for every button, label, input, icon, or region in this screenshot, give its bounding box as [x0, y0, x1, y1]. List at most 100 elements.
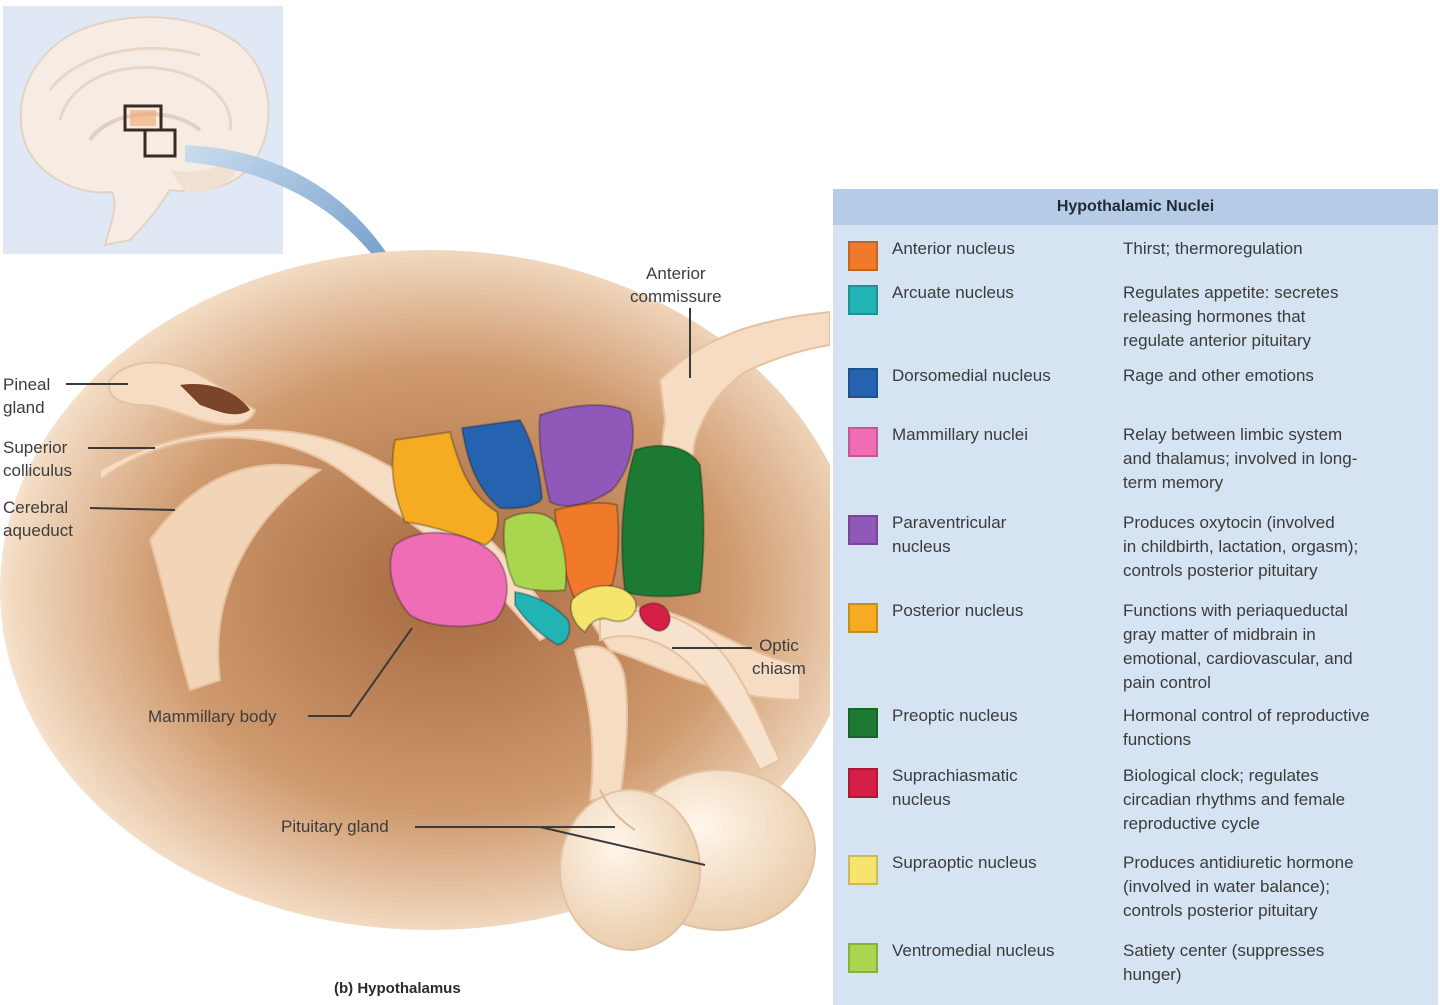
nucleus-name-line: Posterior nucleus: [892, 601, 1024, 620]
nucleus-name-line: Suprachiasmatic: [892, 766, 1018, 785]
nucleus-name: Supraoptic nucleus: [892, 851, 1112, 875]
figure-caption: (b) Hypothalamus: [334, 980, 461, 997]
leader-lines: [66, 308, 752, 866]
legend-swatch: [848, 768, 878, 798]
nucleus-name-line: Preoptic nucleus: [892, 706, 1018, 725]
mammillary-nuclei-shape: [389, 531, 508, 628]
label-pineal-gland: Pineal gland: [3, 373, 50, 419]
nucleus-function: Thirst; thermoregulation: [1123, 237, 1433, 261]
nucleus-function: Produces antidiuretic hormone (involved i…: [1123, 851, 1433, 923]
nucleus-function-line: releasing hormones that: [1123, 307, 1306, 326]
label-anterior-commissure: Anterior commissure: [630, 262, 722, 308]
legend-swatch: [848, 603, 878, 633]
arcuate-nucleus-shape: [514, 590, 571, 647]
nucleus-function: Regulates appetite: secretes releasing ho…: [1123, 281, 1433, 353]
nucleus-function-line: gray matter of midbrain in: [1123, 625, 1316, 644]
nucleus-function-line: emotional, cardiovascular, and: [1123, 649, 1353, 668]
supraoptic-nucleus-shape: [569, 584, 637, 634]
label-line: aqueduct: [3, 521, 73, 540]
nucleus-name: Anterior nucleus: [892, 237, 1112, 261]
label-mammillary-body: Mammillary body: [148, 707, 277, 726]
pituitary-gland-shape: [559, 769, 816, 951]
nucleus-function-line: Biological clock; regulates: [1123, 766, 1319, 785]
dorsomedial-nucleus-shape: [460, 418, 544, 510]
nucleus-function-line: reproductive cycle: [1123, 814, 1261, 833]
nucleus-name-line: Ventromedial nucleus: [892, 941, 1055, 960]
hypothalamus-illustration: [0, 6, 830, 951]
nucleus-function-line: and thalamus; involved in long-: [1123, 449, 1358, 468]
nucleus-function: Rage and other emotions: [1123, 364, 1433, 388]
nucleus-name-line: Arcuate nucleus: [892, 283, 1014, 302]
label-pituitary-gland: Pituitary gland: [281, 817, 389, 836]
legend-swatch: [848, 855, 878, 885]
nucleus-function: Satiety center (suppresses hunger): [1123, 939, 1433, 987]
nucleus-function-line: in childbirth, lactation, orgasm);: [1123, 537, 1359, 556]
legend-title: Hypothalamic Nuclei: [833, 189, 1438, 225]
nucleus-function-line: Produces antidiuretic hormone: [1123, 853, 1354, 872]
nucleus-name-line: nucleus: [892, 537, 951, 556]
nucleus-function: Produces oxytocin (involved in childbirth…: [1123, 511, 1433, 583]
nucleus-name: Dorsomedial nucleus: [892, 364, 1112, 388]
nucleus-function-line: hunger): [1123, 965, 1182, 984]
label-line: gland: [3, 398, 45, 417]
legend-swatch: [848, 241, 878, 271]
nucleus-name: Arcuate nucleus: [892, 281, 1112, 305]
nucleus-name-line: Anterior nucleus: [892, 239, 1015, 258]
nucleus-function-line: Produces oxytocin (involved: [1123, 513, 1335, 532]
legend-swatch: [848, 708, 878, 738]
nucleus-function: Relay between limbic system and thalamus;…: [1123, 423, 1433, 495]
nucleus-name: Suprachiasmatic nucleus: [892, 764, 1112, 812]
label-cerebral-aqueduct: Cerebral aqueduct: [3, 496, 73, 542]
nucleus-name: Ventromedial nucleus: [892, 939, 1112, 963]
legend-swatch: [848, 285, 878, 315]
ventromedial-nucleus-shape: [502, 511, 568, 592]
legend-swatch: [848, 427, 878, 457]
nucleus-function-line: Satiety center (suppresses: [1123, 941, 1325, 960]
nucleus-function: Functions with periaqueductal gray matter…: [1123, 599, 1433, 695]
nucleus-name: Mammillary nuclei: [892, 423, 1112, 447]
nuclei: [389, 403, 705, 647]
nucleus-name: Posterior nucleus: [892, 599, 1112, 623]
label-superior-colliculus: Superior colliculus: [3, 436, 72, 482]
label-line: chiasm: [752, 659, 806, 678]
nucleus-function-line: pain control: [1123, 673, 1211, 692]
nucleus-function-line: regulate anterior pituitary: [1123, 331, 1312, 350]
nucleus-name-line: Paraventricular: [892, 513, 1007, 532]
label-line: commissure: [630, 287, 722, 306]
posterior-nucleus-shape: [391, 430, 499, 547]
nucleus-function-line: term memory: [1123, 473, 1224, 492]
label-line: colliculus: [3, 461, 72, 480]
nucleus-name-line: Supraoptic nucleus: [892, 853, 1037, 872]
nucleus-function-line: (involved in water balance);: [1123, 877, 1330, 896]
nucleus-function: Biological clock; regulates circadian rhy…: [1123, 764, 1433, 836]
nucleus-name-line: nucleus: [892, 790, 951, 809]
label-line: Optic: [759, 636, 799, 655]
label-line: Pineal: [3, 375, 51, 394]
nucleus-function-line: circadian rhythms and female: [1123, 790, 1346, 809]
label-line: Superior: [3, 438, 68, 457]
nucleus-function-line: Hormonal control of reproductive: [1123, 706, 1370, 725]
nucleus-name: Preoptic nucleus: [892, 704, 1112, 728]
nucleus-name-line: Dorsomedial nucleus: [892, 366, 1051, 385]
nucleus-name: Paraventricular nucleus: [892, 511, 1112, 559]
suprachiasmatic-nucleus-shape: [638, 602, 672, 632]
label-optic-chiasm: Optic chiasm: [752, 634, 806, 680]
nucleus-name-line: Mammillary nuclei: [892, 425, 1029, 444]
nucleus-function-line: Regulates appetite: secretes: [1123, 283, 1339, 302]
nucleus-function-line: Rage and other emotions: [1123, 366, 1314, 385]
legend-swatch: [848, 515, 878, 545]
nucleus-function-line: Thirst; thermoregulation: [1123, 239, 1303, 258]
nucleus-function-line: controls posterior pituitary: [1123, 561, 1318, 580]
preoptic-nucleus-shape: [621, 444, 705, 598]
legend-swatch: [848, 943, 878, 973]
nucleus-function-line: functions: [1123, 730, 1192, 749]
nucleus-function-line: controls posterior pituitary: [1123, 901, 1318, 920]
label-line: Cerebral: [3, 498, 69, 517]
nucleus-function-line: Relay between limbic system: [1123, 425, 1343, 444]
brain-inset: [3, 6, 283, 254]
paraventricular-nucleus-shape: [538, 403, 635, 507]
legend-swatch: [848, 368, 878, 398]
hypothalamic-nuclei-legend: Hypothalamic Nuclei Anterior nucleus Thir…: [833, 189, 1438, 1005]
label-line: Anterior: [646, 264, 706, 283]
nucleus-function-line: Functions with periaqueductal: [1123, 601, 1348, 620]
